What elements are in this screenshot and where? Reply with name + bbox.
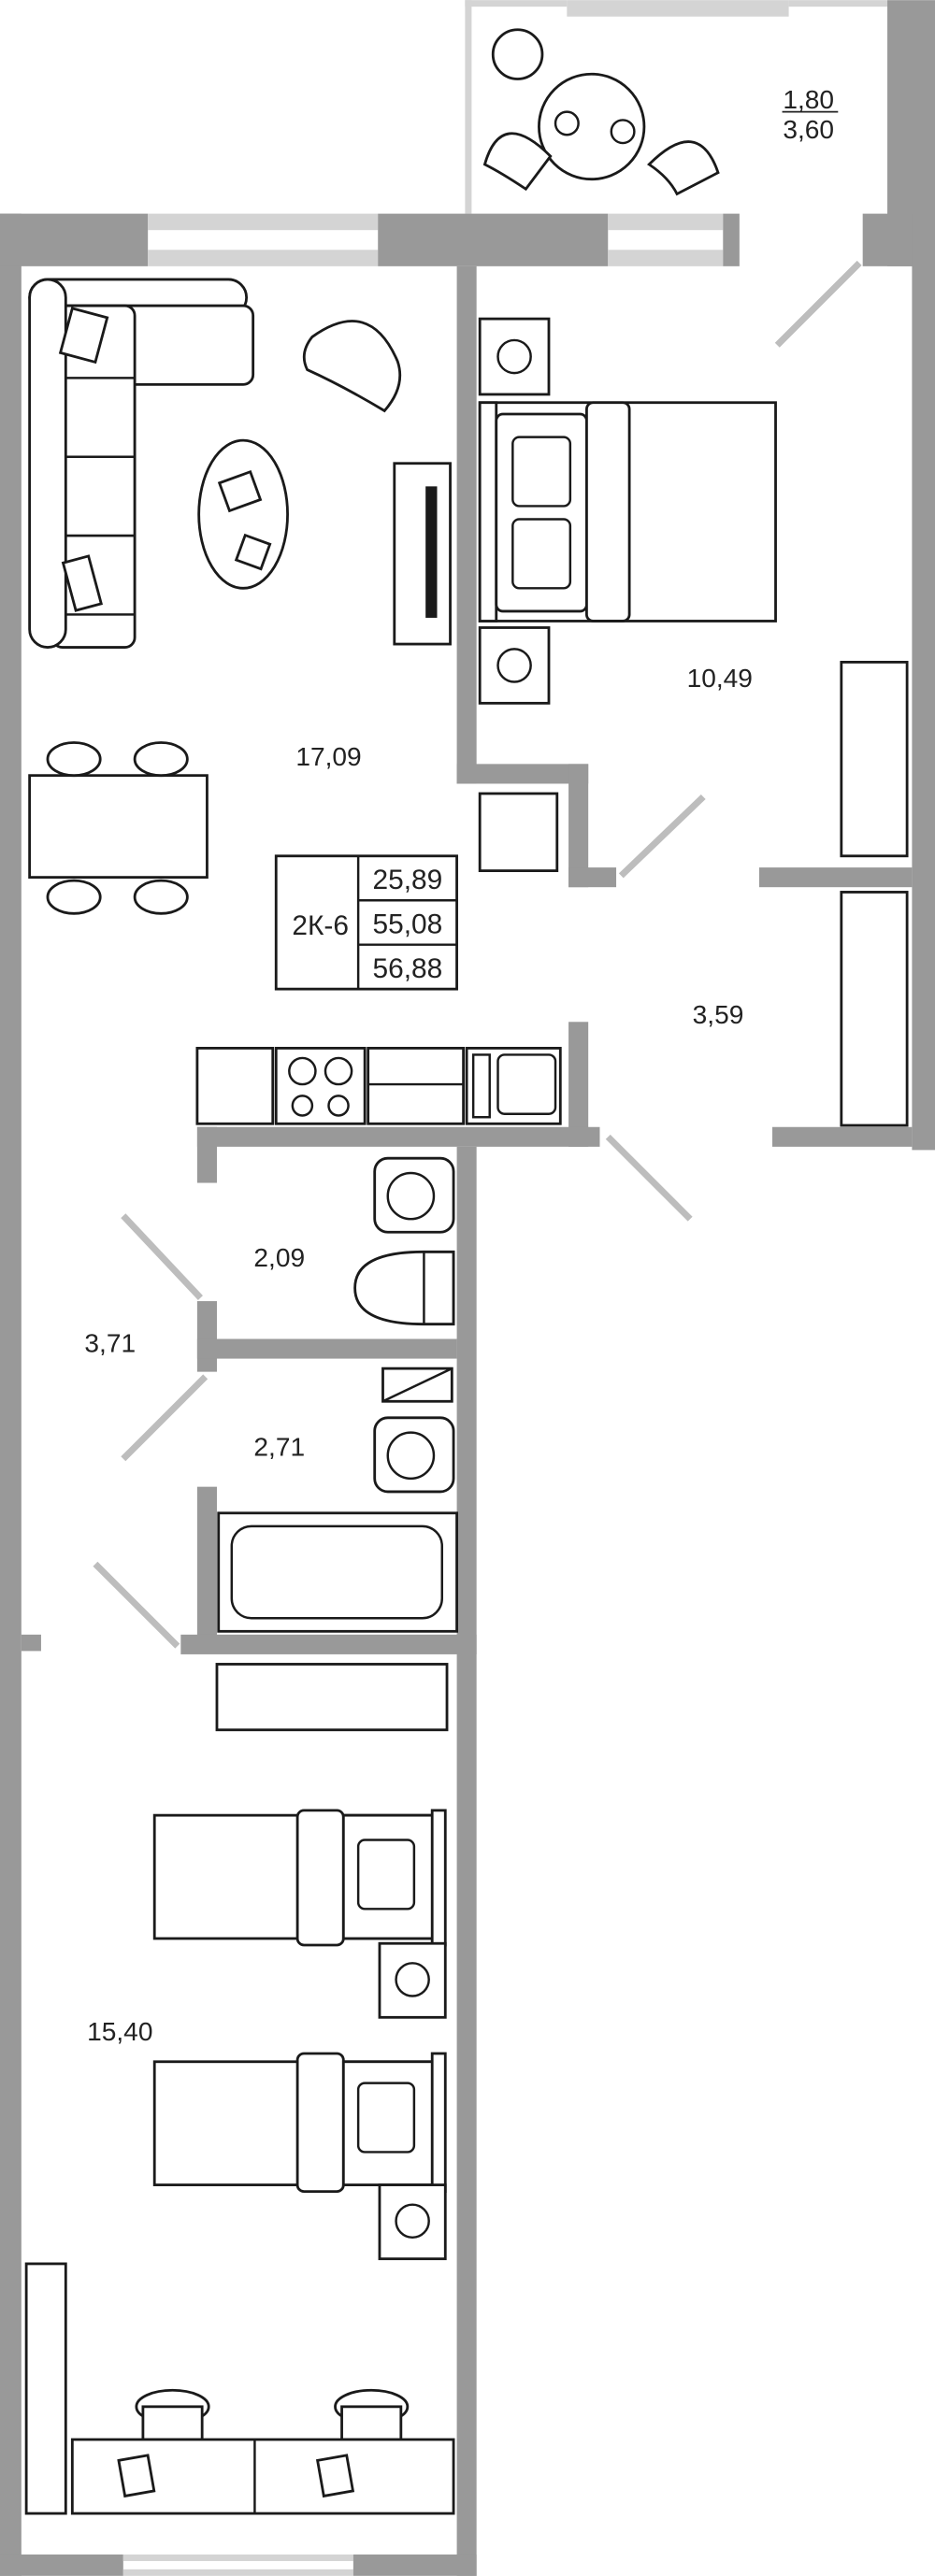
- balcony-area-top: 1,80: [783, 85, 834, 114]
- toilet-area-label: 2,09: [253, 1243, 305, 1272]
- apartment-summary-table: 2К-6 25,89 55,08 56,88: [274, 854, 458, 991]
- walls: [0, 213, 935, 2576]
- living-area-label: 17,09: [295, 742, 361, 771]
- balcony-table-set: [482, 28, 720, 196]
- closet-area-label: 3,59: [693, 1000, 744, 1029]
- total-area-with-balcony: 56,88: [372, 953, 442, 984]
- bathroom-area-label: 2,71: [253, 1432, 305, 1461]
- balcony-area-bottom: 3,60: [783, 115, 834, 144]
- apartment-type: 2К-6: [292, 910, 349, 941]
- kitchen-furniture: [195, 1047, 562, 1125]
- bathroom-fixtures: [217, 1156, 458, 1633]
- total-area: 55,08: [372, 909, 442, 939]
- living-furniture: [28, 278, 559, 915]
- hall-area-label: 3,71: [84, 1329, 136, 1358]
- kids-furniture: [24, 1809, 455, 2515]
- living-area-total: 25,89: [372, 865, 442, 895]
- bedroom-furniture: [215, 317, 909, 1732]
- bedroom-area-label: 10,49: [687, 664, 753, 693]
- kids-room-area-label: 15,40: [87, 2017, 152, 2046]
- doors: [93, 260, 862, 1649]
